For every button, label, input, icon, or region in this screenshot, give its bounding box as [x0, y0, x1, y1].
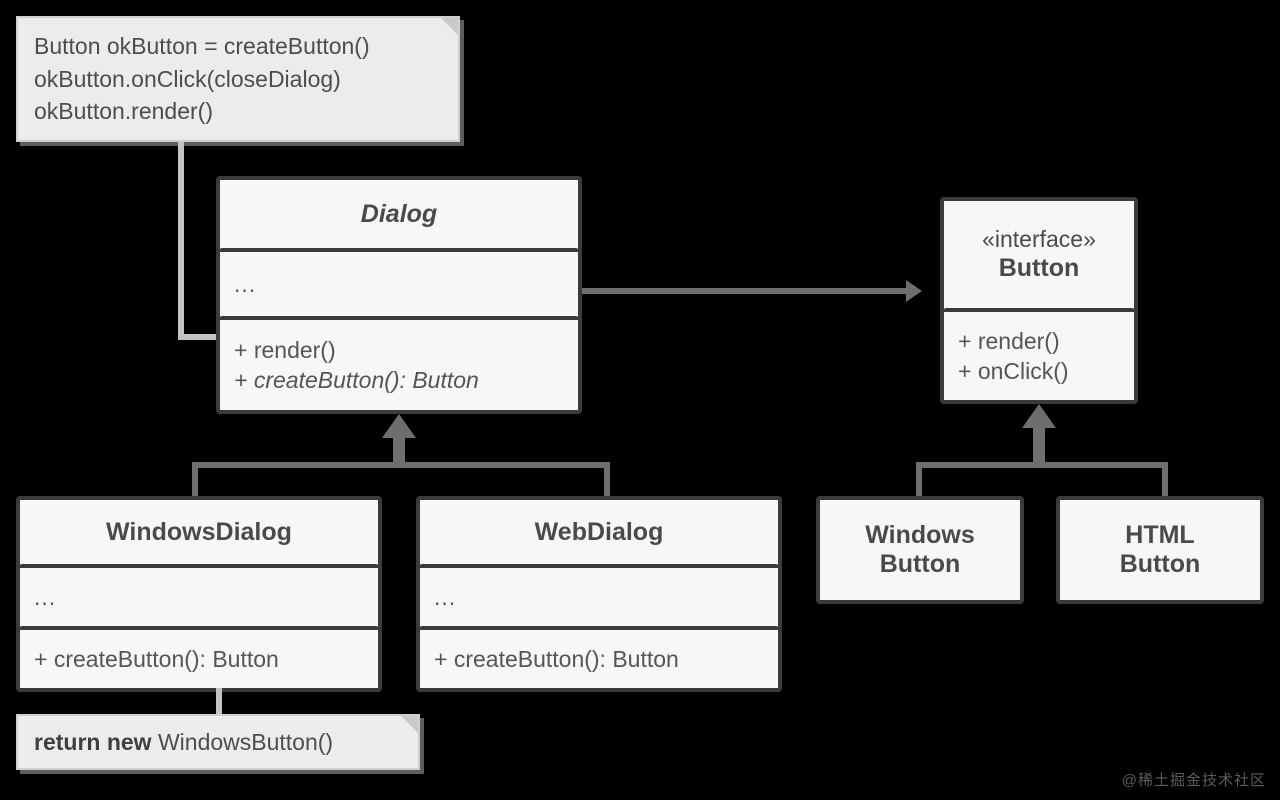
note-line-3: okButton.render()	[34, 98, 213, 125]
html-button-title-compartment: HTML Button	[1060, 500, 1260, 600]
dialog-attributes-compartment: ...	[220, 248, 578, 316]
class-box-dialog[interactable]: Dialog ... + render() + createButton(): …	[216, 176, 582, 414]
windows-dialog-title-compartment: WindowsDialog	[20, 500, 378, 564]
realization-drop-windows-button	[916, 462, 922, 496]
note-fold-corner-icon	[441, 18, 458, 48]
return-note-keyword: return new	[34, 728, 152, 755]
return-note-connector	[216, 688, 222, 714]
button-class-name: Button	[998, 253, 1080, 282]
windows-button-class-name-line1: Windows	[865, 521, 975, 550]
return-note-expression: WindowsButton()	[151, 728, 334, 755]
note-client-code[interactable]: Button okButton = createButton() okButto…	[16, 16, 460, 142]
button-stereotype: «interface»	[982, 226, 1096, 253]
class-box-windows-button[interactable]: Windows Button	[816, 496, 1024, 604]
note-line-2: okButton.onClick(closeDialog)	[34, 65, 341, 92]
realization-stem-button	[1033, 426, 1045, 462]
web-dialog-title-compartment: WebDialog	[420, 500, 778, 564]
class-box-button-interface[interactable]: «interface» Button + render() + onClick(…	[940, 197, 1138, 404]
generalization-drop-webdialog	[604, 462, 610, 496]
generalization-triangle-dialog-icon	[382, 414, 416, 438]
web-dialog-method-create-button: + createButton(): Button	[434, 645, 679, 672]
class-box-web-dialog[interactable]: WebDialog ... + createButton(): Button	[416, 496, 782, 692]
button-methods-compartment: + render() + onClick()	[944, 308, 1134, 400]
web-dialog-attributes-compartment: ...	[420, 564, 778, 626]
dialog-attribute-ellipsis: ...	[234, 270, 257, 297]
web-dialog-methods-compartment: + createButton(): Button	[420, 626, 778, 688]
generalization-bar-dialog	[192, 462, 610, 468]
watermark-text: @稀土掘金技术社区	[1121, 772, 1266, 789]
dialog-title-compartment: Dialog	[220, 180, 578, 248]
web-dialog-class-name: WebDialog	[534, 517, 664, 546]
class-box-windows-dialog[interactable]: WindowsDialog ... + createButton(): Butt…	[16, 496, 382, 692]
return-note-text: return new WindowsButton()	[34, 726, 333, 759]
html-button-class-name-line2: Button	[1119, 550, 1201, 578]
dialog-class-name: Dialog	[360, 199, 438, 228]
windows-button-title-compartment: Windows Button	[820, 500, 1020, 600]
html-button-class-name-line1: HTML	[1125, 521, 1195, 550]
realization-drop-html-button	[1162, 462, 1168, 496]
windows-dialog-methods-compartment: + createButton(): Button	[20, 626, 378, 688]
button-method-onclick: + onClick()	[958, 358, 1069, 384]
dialog-method-render: + render()	[234, 336, 336, 363]
windows-dialog-method-create-button: + createButton(): Button	[34, 645, 279, 672]
association-arrow-icon	[906, 280, 922, 302]
class-box-html-button[interactable]: HTML Button	[1056, 496, 1264, 604]
windows-dialog-attribute-ellipsis: ...	[34, 583, 57, 610]
association-dialog-button-line	[582, 288, 912, 294]
windows-dialog-class-name: WindowsDialog	[106, 517, 292, 546]
note-connector-horizontal	[178, 334, 220, 340]
note-return-new-windowsbutton[interactable]: return new WindowsButton()	[16, 714, 420, 770]
button-title-compartment: «interface» Button	[944, 201, 1134, 308]
windows-dialog-attributes-compartment: ...	[20, 564, 378, 626]
note-connector-vertical	[178, 142, 184, 340]
note-line-1: Button okButton = createButton()	[34, 33, 370, 59]
generalization-stem-dialog	[393, 436, 405, 466]
realization-triangle-button-icon	[1022, 404, 1056, 428]
realization-bar-button	[916, 462, 1168, 468]
button-method-render: + render()	[958, 327, 1060, 354]
dialog-method-create-button: + createButton(): Button	[234, 367, 479, 393]
dialog-methods-compartment: + render() + createButton(): Button	[220, 316, 578, 410]
generalization-drop-windowsdialog	[192, 462, 198, 496]
return-note-fold-corner-icon	[401, 716, 418, 746]
web-dialog-attribute-ellipsis: ...	[434, 583, 457, 610]
windows-button-class-name-line2: Button	[879, 550, 961, 578]
